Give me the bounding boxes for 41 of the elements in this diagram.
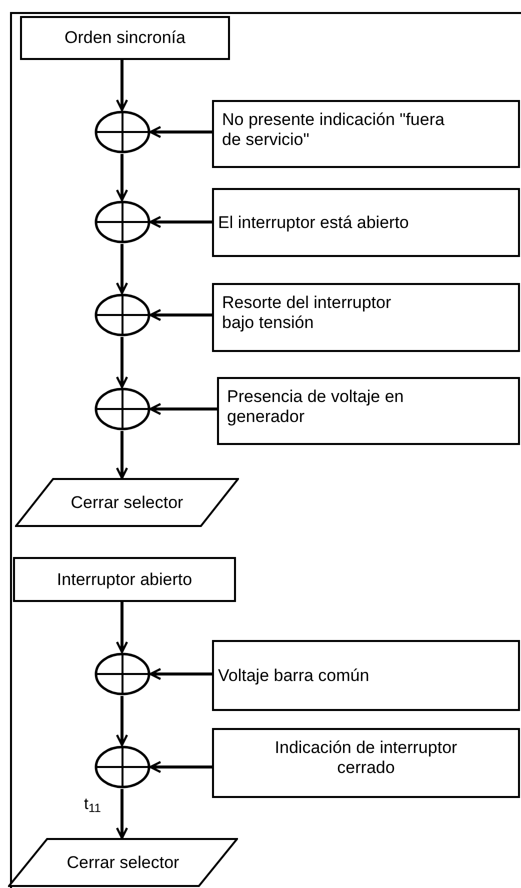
process-box xyxy=(212,100,520,168)
node-label: No presente indicación "fuera de servicio" xyxy=(222,110,446,150)
arrow xyxy=(149,126,212,138)
process-box xyxy=(217,377,520,445)
arrow xyxy=(116,244,128,294)
node-label: Interruptor abierto xyxy=(56,570,192,590)
process-box xyxy=(212,188,520,257)
output-parallelogram xyxy=(15,478,239,527)
node-label: Cerrar selector xyxy=(70,492,184,514)
summing-junction xyxy=(94,110,150,154)
arrow xyxy=(149,760,212,774)
process-box xyxy=(212,728,520,798)
summing-junction xyxy=(94,745,150,789)
arrow xyxy=(116,431,128,480)
arrow xyxy=(116,602,128,654)
node-label: Indicación de interruptor cerrado xyxy=(274,738,458,778)
process-box xyxy=(13,557,236,602)
arrow xyxy=(149,216,212,228)
summing-junction xyxy=(94,387,150,431)
node-label: Presencia de voltaje en generador xyxy=(227,387,405,427)
output-parallelogram xyxy=(8,838,238,887)
process-box xyxy=(212,283,520,352)
summing-junction xyxy=(94,200,150,244)
arrow xyxy=(116,337,128,388)
arrow xyxy=(149,668,212,680)
node-label: Cerrar selector xyxy=(66,852,180,874)
node-label: Resorte del interruptor bajo tensión xyxy=(222,293,392,333)
process-box xyxy=(212,640,520,711)
arrow xyxy=(149,308,212,322)
node-label: Orden sincronía xyxy=(64,28,186,48)
summing-junction xyxy=(94,652,150,696)
summing-junction xyxy=(94,293,150,337)
process-box xyxy=(20,16,230,60)
arrow xyxy=(149,402,217,416)
arrow xyxy=(116,789,128,840)
arrow xyxy=(116,60,128,112)
edge-label: t$_{11}$ xyxy=(84,796,101,814)
arrow xyxy=(116,154,128,202)
node-label: El interruptor está abierto xyxy=(218,212,409,232)
node-label: Voltaje barra común xyxy=(218,666,370,686)
arrow xyxy=(116,696,128,746)
